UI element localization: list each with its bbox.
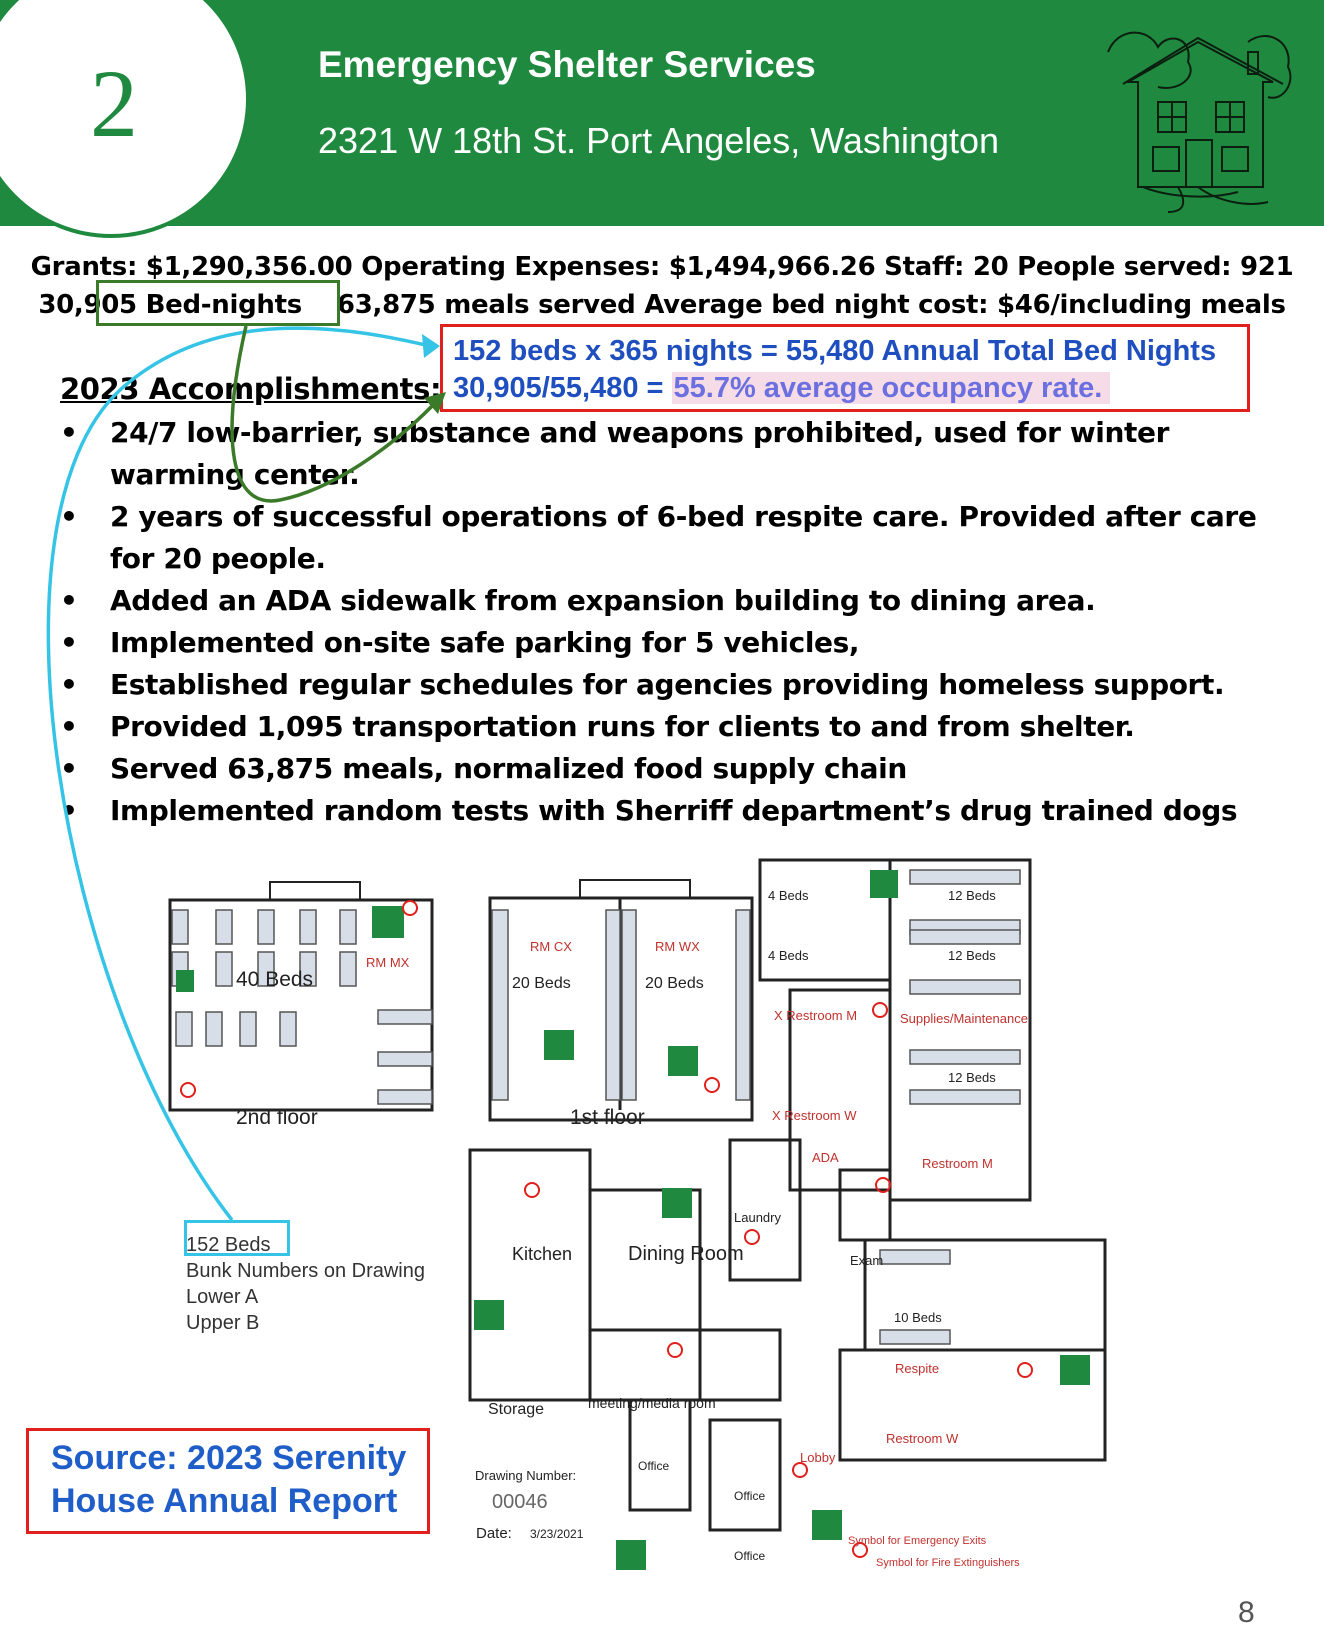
ada-label: ADA	[812, 1150, 839, 1165]
restroom-m-label: Restroom M	[922, 1156, 993, 1171]
exam-label: Exam	[850, 1253, 883, 1268]
stats-line-1: Grants: $1,290,356.00 Operating Expenses…	[30, 252, 1294, 282]
rm-cx-label: RM CX	[530, 939, 572, 954]
rm-wx-beds: 20 Beds	[645, 975, 704, 992]
lobby-label: Lobby	[800, 1450, 836, 1465]
stats-line-2: 30,905 Bed-nights 63,875 meals served Av…	[0, 290, 1324, 320]
banner-address: 2321 W 18th St. Port Angeles, Washington	[318, 120, 1000, 161]
bed-nights-highlight-box	[96, 280, 340, 326]
rm5-beds: 4 Beds	[768, 948, 809, 963]
rm-wx-label: RM WX	[655, 939, 700, 954]
annual-bed-nights-calc: 152 beds x 365 nights = 55,480 Annual To…	[453, 335, 1217, 367]
kitchen-label: Kitchen	[512, 1244, 572, 1264]
office-label-2: Office	[734, 1489, 765, 1503]
banner-title: Emergency Shelter Services	[318, 44, 816, 85]
respite-label: Respite	[895, 1361, 939, 1376]
floor-plan-drawing: 40 Beds 2nd floor 20 Beds 20 Beds 1st fl…	[168, 858, 1107, 1570]
bunk-note: Bunk Numbers on Drawing	[186, 1260, 425, 1282]
list-item: 24/7 low-barrier, substance and weapons …	[60, 412, 1260, 496]
meeting-label: meeting/media room	[588, 1395, 716, 1411]
section-number: 2	[90, 50, 138, 157]
beds-total-highlight-box	[184, 1220, 290, 1256]
beds-10-label: 10 Beds	[894, 1310, 942, 1325]
section-number-badge	[0, 0, 250, 238]
storage-label: Storage	[488, 1401, 544, 1418]
occupancy-formula: 30,905/55,480 =	[453, 372, 672, 404]
rm4-beds: 4 Beds	[768, 888, 809, 903]
stats-block: Grants: $1,290,356.00 Operating Expenses…	[0, 252, 1324, 320]
list-item: Implemented on-site safe parking for 5 v…	[60, 622, 1260, 664]
list-item: Provided 1,095 transportation runs for c…	[60, 706, 1260, 748]
bunk-legend: 152 Beds Bunk Numbers on Drawing Lower A…	[186, 1232, 425, 1336]
drawing-number: 00046	[492, 1491, 548, 1513]
page-number: 8	[1238, 1596, 1255, 1629]
legend-exit: Symbol for Emergency Exits	[848, 1535, 987, 1547]
beds-40-label: 40 Beds	[236, 968, 313, 991]
rm-cx-beds: 20 Beds	[512, 975, 571, 992]
first-floor-label: 1st floor	[570, 1106, 645, 1129]
occupancy-rate-calc: 30,905/55,480 = 55.7% average occupancy …	[453, 370, 1247, 407]
rm-mx-label: RM MX	[366, 955, 410, 970]
beds-total: 152 Beds	[186, 1234, 271, 1256]
rm3-beds: 12 Beds	[948, 888, 996, 903]
restroom-m-x-label: X Restroom M	[774, 1008, 857, 1023]
source-line-2: House Annual Report	[51, 1482, 398, 1520]
dining-label: Dining Room	[628, 1243, 744, 1265]
source-line-1: Source: 2023 Serenity	[51, 1439, 407, 1477]
office-label-3: Office	[734, 1549, 765, 1563]
list-item: Added an ADA sidewalk from expansion bui…	[60, 580, 1260, 622]
bed-nights-value: 30,905 Bed-nights	[38, 290, 302, 320]
legend-fire: Symbol for Fire Extinguishers	[876, 1557, 1020, 1569]
date-label: Date:	[476, 1525, 512, 1542]
lower-note: Lower A	[186, 1286, 259, 1308]
accomplishments-heading: 2023 Accomplishments:	[60, 372, 442, 406]
cyan-arrowhead	[422, 334, 440, 358]
house-illustration	[1107, 31, 1292, 213]
restroom-w-label: Restroom W	[886, 1431, 959, 1446]
list-item: Established regular schedules for agenci…	[60, 664, 1260, 706]
restroom-w-x-label: X Restroom W	[772, 1108, 857, 1123]
second-floor-label: 2nd floor	[236, 1106, 318, 1129]
date-value: 3/23/2021	[530, 1527, 584, 1541]
upper-note: Upper B	[186, 1312, 260, 1334]
laundry-label: Laundry	[734, 1210, 781, 1225]
occupancy-rate-highlight: 55.7% average occupancy rate.	[671, 372, 1111, 404]
header-banner: 2 Emergency Shelter Services 2321 W 18th…	[0, 0, 1324, 238]
list-item: Implemented random tests with Sherriff d…	[60, 790, 1260, 832]
accomplishments-list: 24/7 low-barrier, substance and weapons …	[60, 412, 1260, 832]
drawing-number-label: Drawing Number:	[475, 1468, 576, 1483]
supplies-label: Supplies/Maintenance	[900, 1011, 1028, 1026]
list-item: Served 63,875 meals, normalized food sup…	[60, 748, 1260, 790]
rm1-beds: 12 Beds	[948, 1070, 996, 1085]
list-item: 2 years of successful operations of 6-be…	[60, 496, 1260, 580]
rm2-beds: 12 Beds	[948, 948, 996, 963]
occupancy-calculation-box: 152 beds x 365 nights = 55,480 Annual To…	[440, 324, 1250, 412]
meals-and-cost: 63,875 meals served Average bed night co…	[336, 290, 1286, 320]
source-callout: Source: 2023 Serenity House Annual Repor…	[26, 1428, 430, 1534]
office-label: Office	[638, 1459, 669, 1473]
